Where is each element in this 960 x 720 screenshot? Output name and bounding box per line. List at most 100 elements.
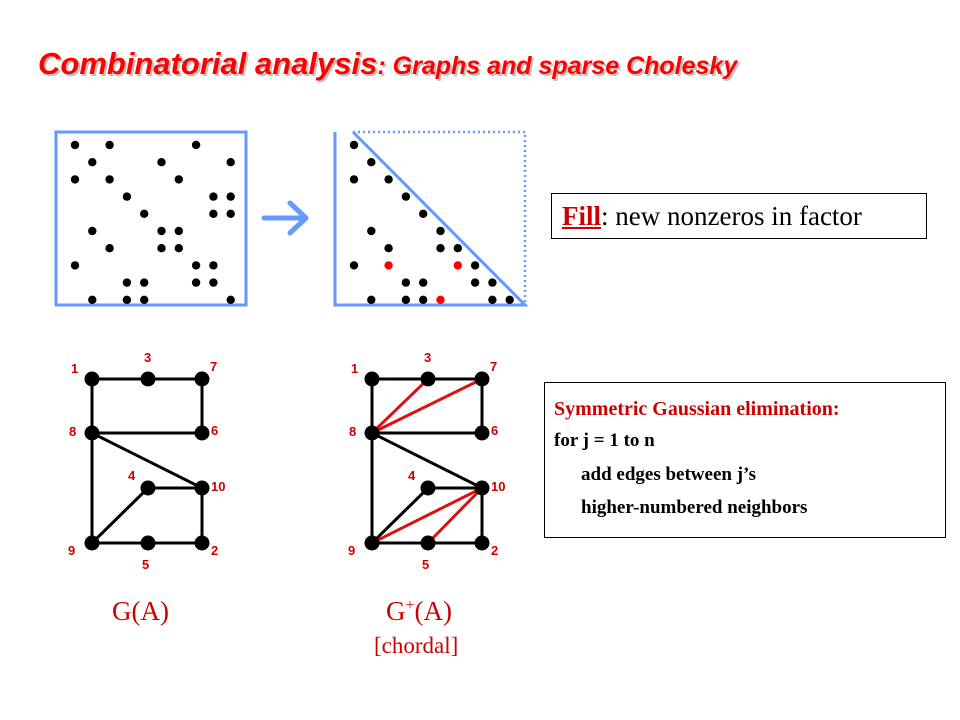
fill-edge [370, 377, 430, 435]
elimination-box: Symmetric Gaussian elimination: for j = … [544, 382, 946, 538]
node-label: 10 [491, 479, 505, 494]
graph-plus-caption-base: G [386, 596, 406, 626]
nonzero-dot [174, 244, 183, 253]
nonzero-dot [70, 175, 80, 184]
nonzero-dot [436, 244, 445, 253]
nonzero-dot [122, 192, 132, 201]
nonzero-dot [174, 226, 183, 236]
nonzero-dot [401, 192, 411, 201]
graph-plus-caption-rest: (A) [414, 596, 453, 626]
nonzero-dot [367, 226, 376, 236]
nonzero-dot [157, 226, 166, 236]
nonzero-dot [88, 226, 97, 236]
graph-edge [371, 431, 483, 490]
fill-dot [436, 295, 445, 304]
node-label: 2 [491, 543, 498, 558]
fill-keyword: Fill [562, 201, 601, 231]
nonzero-dot [401, 295, 411, 304]
nonzero-dot [88, 158, 97, 167]
arrow-icon [261, 200, 309, 236]
graph-edge [370, 486, 430, 545]
node-label: 3 [424, 350, 431, 365]
graph-node [420, 535, 436, 551]
nonzero-dot [209, 209, 218, 218]
graph-node [84, 371, 100, 387]
nonzero-dot [488, 278, 497, 287]
graph-node [364, 425, 380, 441]
nonzero-dot [191, 278, 201, 287]
arrow-head [287, 200, 309, 236]
nonzero-dot [401, 278, 411, 287]
nonzero-dot [349, 140, 359, 150]
node-label: 9 [68, 543, 75, 558]
graph-node [474, 371, 490, 387]
node-label: 4 [128, 468, 136, 483]
nonzero-dot [470, 261, 480, 270]
graph-node [194, 425, 210, 441]
nonzero-dot [226, 192, 235, 201]
elimination-line-3: higher-numbered neighbors [581, 497, 808, 518]
nonzero-dot [349, 175, 359, 184]
nonzero-dot [419, 278, 428, 287]
nonzero-dot [209, 278, 218, 287]
graph-node [474, 480, 490, 496]
node-label: 5 [422, 557, 429, 572]
elimination-line-1: for j = 1 to n [554, 430, 655, 451]
nonzero-dot [105, 175, 114, 184]
nonzero-dot [209, 192, 218, 201]
nonzero-dot [140, 209, 149, 218]
matrix-l-frame [333, 130, 529, 307]
matrix-l [333, 130, 529, 307]
nonzero-dot [349, 261, 359, 270]
matrix-l-dotted-frame [353, 130, 527, 305]
nonzero-dot [488, 295, 497, 304]
node-label: 6 [211, 423, 218, 438]
fill-text: new nonzeros in factor [608, 201, 862, 231]
nonzero-dot [209, 261, 218, 270]
nonzero-dot [140, 278, 149, 287]
elimination-line-2: add edges between j’s [581, 464, 757, 485]
chordal-note: [chordal] [374, 633, 459, 658]
graph-edge [91, 431, 203, 490]
nonzero-dot [226, 295, 235, 304]
matrix-a-frame [54, 130, 248, 307]
graph-node [474, 535, 490, 551]
slide-title: Combinatorial analysis: Graphs and spars… [38, 46, 737, 82]
graph-node [140, 480, 156, 496]
graph-a-caption: G(A) [112, 596, 169, 626]
nonzero-dot [70, 261, 80, 270]
nonzero-dot [384, 244, 393, 253]
nonzero-dot [70, 140, 80, 150]
nonzero-dot [140, 295, 149, 304]
nonzero-dot [122, 295, 132, 304]
nonzero-dot [505, 295, 514, 304]
nonzero-dot [105, 244, 114, 253]
fill-dot [384, 261, 393, 270]
fill-edge [426, 486, 484, 545]
fill-dot [453, 261, 462, 270]
nonzero-dot [384, 175, 393, 184]
graph-plus-caption-sup: + [405, 597, 415, 614]
graph-node [474, 425, 490, 441]
node-label: 3 [144, 350, 151, 365]
graph-plus-caption: G+(A) [386, 596, 452, 627]
nonzero-dot [122, 278, 132, 287]
node-label: 6 [491, 423, 498, 438]
nonzero-dot [191, 261, 201, 270]
graph-node [194, 535, 210, 551]
nonzero-dot [453, 244, 462, 253]
title-main: Combinatorial analysis [38, 46, 378, 81]
nonzero-dot [174, 175, 183, 184]
node-label: 1 [351, 361, 358, 376]
nonzero-dot [191, 140, 201, 150]
elimination-heading: Symmetric Gaussian elimination: [554, 398, 840, 420]
graph-node [364, 371, 380, 387]
nonzero-dot [226, 158, 235, 167]
node-label: 7 [490, 359, 497, 374]
nonzero-dot [470, 278, 480, 287]
nonzero-dot [367, 158, 376, 167]
matrix-a [54, 130, 248, 307]
